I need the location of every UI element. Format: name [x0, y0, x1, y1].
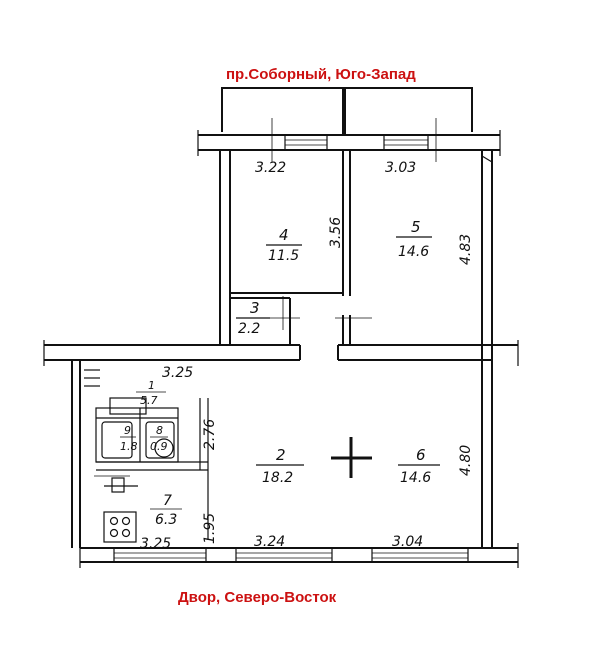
kitchen-stove: [103, 511, 137, 543]
svg-text:5: 5: [411, 218, 421, 236]
svg-text:11.5: 11.5: [268, 248, 299, 264]
bathroom-fixtures: [94, 397, 209, 540]
upper-left-wall: [219, 150, 231, 345]
left-exterior-wall: [71, 360, 100, 548]
room-label-5: 5 14.6: [396, 218, 432, 260]
room-label-2: 2 18.2: [256, 446, 304, 486]
svg-text:14.6: 14.6: [400, 470, 431, 486]
dim-right-upper: 4.83: [458, 234, 474, 265]
room-label-3: 3 2.2: [236, 299, 270, 337]
dim-room7-height: 1.95: [202, 513, 218, 544]
svg-text:9: 9: [124, 424, 131, 437]
svg-text:1.8: 1.8: [120, 440, 138, 453]
room-label-7: 7 6.3: [150, 493, 182, 528]
dim-top-left: 3.22: [255, 160, 286, 176]
dim-bottom-middle: 3.24: [254, 534, 285, 550]
dim-bottom-right: 3.04: [392, 534, 423, 550]
room-label-6: 6 14.6: [398, 446, 440, 486]
street-side-caption: пр.Соборный, Юго-Запад: [226, 66, 416, 83]
dim-right-lower: 4.80: [458, 445, 474, 476]
room-label-8: 8 0.9: [150, 424, 168, 453]
svg-text:8: 8: [156, 424, 163, 437]
top-balcony: [221, 87, 473, 135]
wall-4-5: [335, 150, 372, 345]
svg-text:7: 7: [163, 493, 172, 509]
svg-text:6.3: 6.3: [155, 512, 177, 528]
svg-text:3: 3: [250, 299, 260, 317]
dim-bottom-left: 3.25: [140, 536, 171, 552]
svg-text:1: 1: [148, 379, 155, 392]
dim-room1-height: 2.76: [202, 419, 218, 450]
room-label-1: 1 5.7: [136, 379, 166, 407]
svg-text:4: 4: [279, 226, 289, 244]
lower-exterior-wall: [79, 543, 519, 568]
svg-text:14.6: 14.6: [398, 244, 429, 260]
right-exterior-wall: [481, 150, 493, 548]
center-cross-marker: [331, 437, 372, 478]
middle-wall: [43, 340, 519, 366]
dim-top-right: 3.03: [385, 160, 416, 176]
svg-text:2.2: 2.2: [238, 321, 260, 337]
yard-side-caption: Двор, Северо-Восток: [178, 589, 337, 606]
room-3-walls: [230, 292, 343, 345]
svg-text:2: 2: [276, 446, 286, 464]
svg-text:0.9: 0.9: [150, 440, 168, 453]
dim-room4-height: 3.56: [328, 217, 344, 248]
dim-upper-left-width: 3.25: [162, 365, 193, 381]
room-label-9: 9 1.8: [120, 424, 138, 453]
svg-text:18.2: 18.2: [262, 470, 293, 486]
room-label-4: 4 11.5: [266, 226, 302, 264]
svg-text:5.7: 5.7: [140, 394, 158, 407]
svg-text:6: 6: [416, 446, 426, 464]
